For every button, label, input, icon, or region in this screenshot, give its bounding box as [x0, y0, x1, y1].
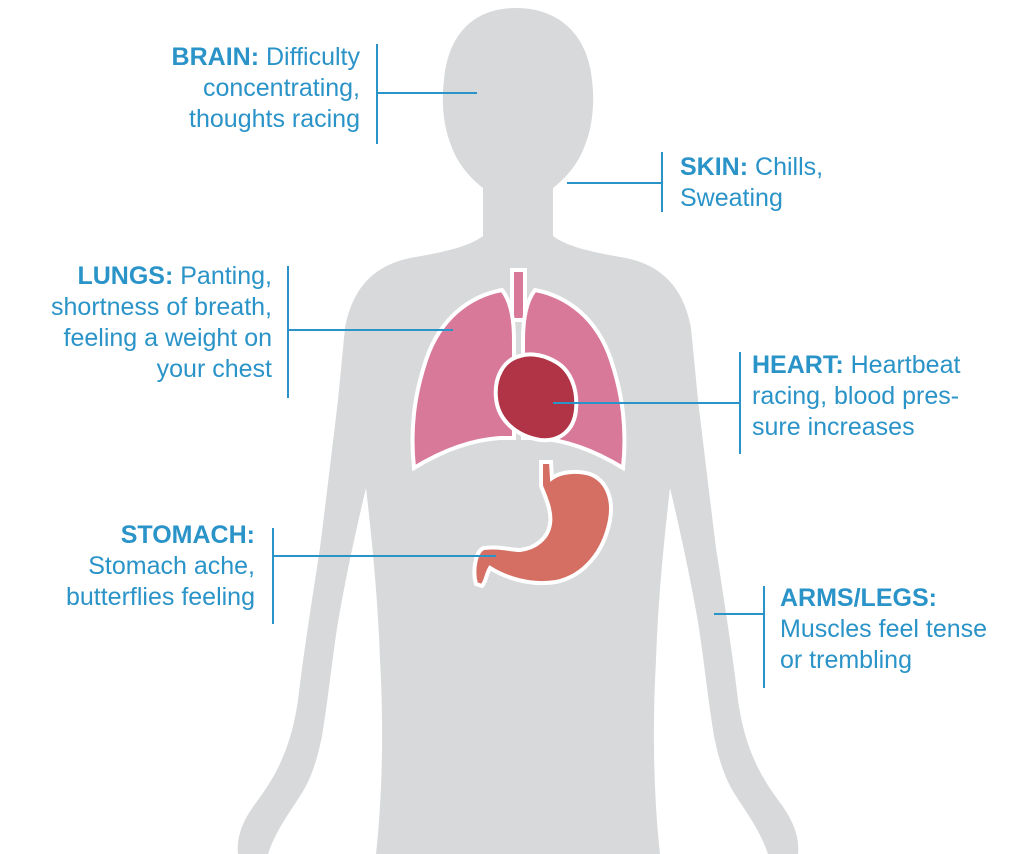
skin-title: SKIN: [680, 153, 748, 181]
stomach-text-1: Stomach ache, [88, 552, 255, 580]
heart-text-2: racing, blood pres- [752, 382, 959, 410]
brain-text-1: Difficulty [266, 43, 360, 71]
skin-text-2: Sweating [680, 184, 783, 212]
lungs-title: LUNGS: [77, 262, 173, 290]
lungs-text-2: shortness of breath, [51, 293, 272, 321]
arms-legs-text-1: Muscles feel tense [780, 615, 987, 643]
lungs-callout: LUNGS: Panting, shortness of breath, fee… [0, 261, 272, 385]
lungs-text-4: your chest [157, 355, 272, 383]
heart-callout: HEART: Heartbeat racing, blood pres- sur… [752, 350, 1012, 443]
brain-text-2: concentrating, [203, 74, 360, 102]
brain-callout: BRAIN: Difficulty concentrating, thought… [100, 42, 360, 135]
skin-callout: SKIN: Chills, Sweating [680, 152, 900, 214]
lungs-text-1: Panting, [180, 262, 272, 290]
arms-legs-title: ARMS/LEGS: [780, 584, 937, 612]
trachea [512, 270, 525, 320]
skin-text-1: Chills, [755, 153, 823, 181]
heart-text-1: Heartbeat [851, 351, 961, 379]
stomach-title: STOMACH: [121, 521, 255, 549]
arms-legs-text-2: or trembling [780, 646, 912, 674]
heart-text-3: sure increases [752, 413, 915, 441]
arms-legs-callout: ARMS/LEGS: Muscles feel tense or trembli… [780, 583, 1015, 676]
brain-title: BRAIN: [172, 43, 260, 71]
heart-title: HEART: [752, 351, 844, 379]
brain-text-3: thoughts racing [189, 105, 360, 133]
stomach-callout: STOMACH: Stomach ache, butterflies feeli… [10, 520, 255, 613]
lungs-text-3: feeling a weight on [64, 324, 272, 352]
stomach-text-2: butterflies feeling [66, 583, 255, 611]
